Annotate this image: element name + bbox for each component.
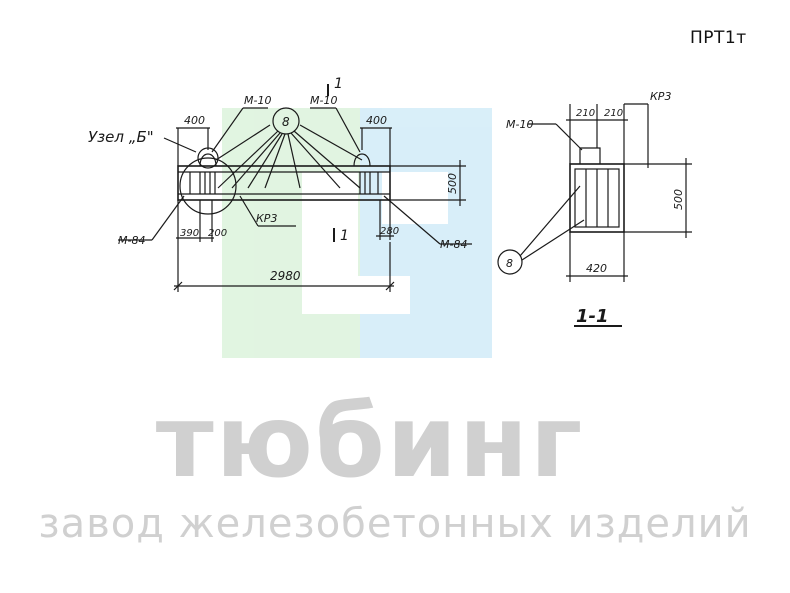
logo-blue-block xyxy=(360,108,492,358)
section-width-dimension-label: 420 xyxy=(586,262,607,275)
section-top-dimension-right: 210 xyxy=(604,108,623,119)
height-dimension-label: 500 xyxy=(446,173,459,194)
logo-cutout xyxy=(382,172,448,224)
logo-cutout xyxy=(302,276,410,314)
lifting-loops xyxy=(199,153,371,167)
height-dimension xyxy=(390,160,466,206)
section-loop-label: М-10 xyxy=(506,118,533,131)
left-bottom-dimension-2: 200 xyxy=(208,228,227,239)
section-mark-bottom: 1 xyxy=(340,228,349,244)
callout-number-top: 8 xyxy=(282,115,290,129)
section-callout-circle xyxy=(497,249,523,275)
bottom-small-dimensions xyxy=(176,200,394,242)
left-part-label: М-84 xyxy=(118,234,145,247)
node-circle xyxy=(179,157,237,215)
length-dimension xyxy=(173,242,395,292)
section-outline xyxy=(569,147,625,233)
length-dimension-label: 2980 xyxy=(270,269,301,283)
loop-label-left: М-10 xyxy=(244,94,271,107)
right-top-dimension: 400 xyxy=(366,114,387,127)
callout-circle-top xyxy=(272,107,300,135)
section-top-dimensions xyxy=(566,103,649,168)
loop-label-right: М-10 xyxy=(310,94,337,107)
section-mark-top: 1 xyxy=(334,76,343,92)
section-height-dimension-label: 500 xyxy=(672,189,685,210)
left-bottom-dimension-1: 390 xyxy=(180,228,199,239)
section-top-dimension-left: 210 xyxy=(576,108,595,119)
section-width-dimension xyxy=(566,232,628,282)
watermark-title: тюбинг xyxy=(155,383,585,500)
section-callout-number: 8 xyxy=(506,257,513,270)
product-code: ПРТ1т xyxy=(690,28,747,48)
beam-outline xyxy=(177,165,391,201)
watermark-subtitle: завод железобетонных изделий xyxy=(38,501,752,547)
right-bottom-dimension: 280 xyxy=(380,226,399,237)
section-height-dimension xyxy=(624,158,692,238)
top-dimensions xyxy=(176,127,392,166)
section-cage-label: КР3 xyxy=(650,90,671,103)
right-part-label: М-84 xyxy=(440,238,467,251)
section-title: 1-1 xyxy=(576,306,609,327)
node-label: Узел „Б" xyxy=(88,128,154,146)
leader-lines xyxy=(215,124,363,189)
cage-label: КР3 xyxy=(256,212,277,225)
left-top-dimension: 400 xyxy=(184,114,205,127)
